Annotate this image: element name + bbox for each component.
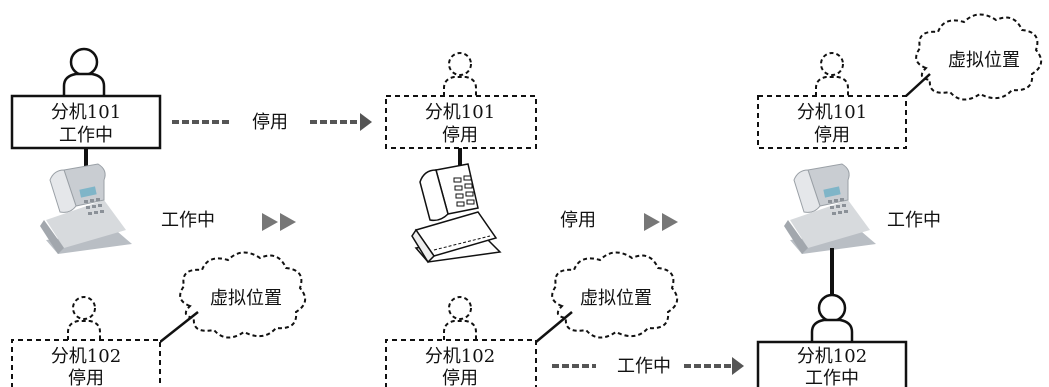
extension-102-box — [11, 339, 161, 387]
phone-status-label: 工作中 — [887, 210, 941, 231]
panel-1: 分机101 工作中 停用 工作中 虚拟位置 分机102 停用 — [10, 47, 372, 387]
extension-102-box — [756, 340, 908, 387]
user-icon — [62, 47, 106, 98]
user-icon — [815, 52, 849, 97]
panel-2: 分机101 停用 停用 虚拟位置 分机102 停用 工作中 — [385, 52, 744, 387]
user-icon — [810, 293, 854, 344]
extension-102-status: 停用 — [68, 368, 104, 387]
user-icon — [443, 296, 477, 341]
extension-101-box — [757, 95, 907, 149]
extension-101-name: 分机101 — [51, 102, 121, 123]
cloud-label: 虚拟位置 — [210, 288, 282, 309]
cloud-label: 虚拟位置 — [948, 50, 1020, 71]
cloud-label: 虚拟位置 — [580, 288, 652, 309]
extension-102-status: 停用 — [442, 368, 478, 387]
user-icon — [67, 296, 101, 341]
desk-phone-icon — [783, 163, 877, 255]
arrow-label: 停用 — [252, 112, 288, 133]
panel-3: 虚拟位置 分机101 停用 工作中 分机102 工作中 — [756, 13, 1043, 387]
extension-101-name: 分机101 — [425, 102, 495, 123]
extension-101-status: 停用 — [442, 125, 478, 146]
desk-phone-icon — [411, 163, 501, 263]
phone-status-label: 工作中 — [161, 210, 215, 231]
extension-102-name: 分机102 — [797, 346, 867, 367]
extension-101-box — [385, 95, 537, 149]
user-icon — [443, 52, 477, 97]
extension-102-name: 分机102 — [425, 346, 495, 367]
extension-102-box — [385, 339, 537, 387]
extension-101-status: 工作中 — [59, 125, 113, 146]
cloud-connector — [159, 311, 199, 343]
phone-status-label: 停用 — [560, 210, 596, 231]
extension-101-name: 分机101 — [797, 102, 867, 123]
cloud-connector — [535, 311, 573, 343]
extension-102-status: 工作中 — [805, 368, 859, 387]
extension-102-name: 分机102 — [51, 346, 121, 367]
cloud-connector — [905, 73, 931, 97]
next-step-arrow-icon — [262, 213, 296, 231]
desk-phone-icon — [39, 163, 133, 255]
arrow-head-icon — [732, 357, 744, 375]
arrow-head-icon — [360, 113, 372, 131]
next-step-arrow-icon — [644, 213, 678, 231]
arrow-label: 工作中 — [617, 356, 671, 377]
extension-101-box — [10, 94, 162, 150]
extension-101-status: 停用 — [814, 125, 850, 146]
